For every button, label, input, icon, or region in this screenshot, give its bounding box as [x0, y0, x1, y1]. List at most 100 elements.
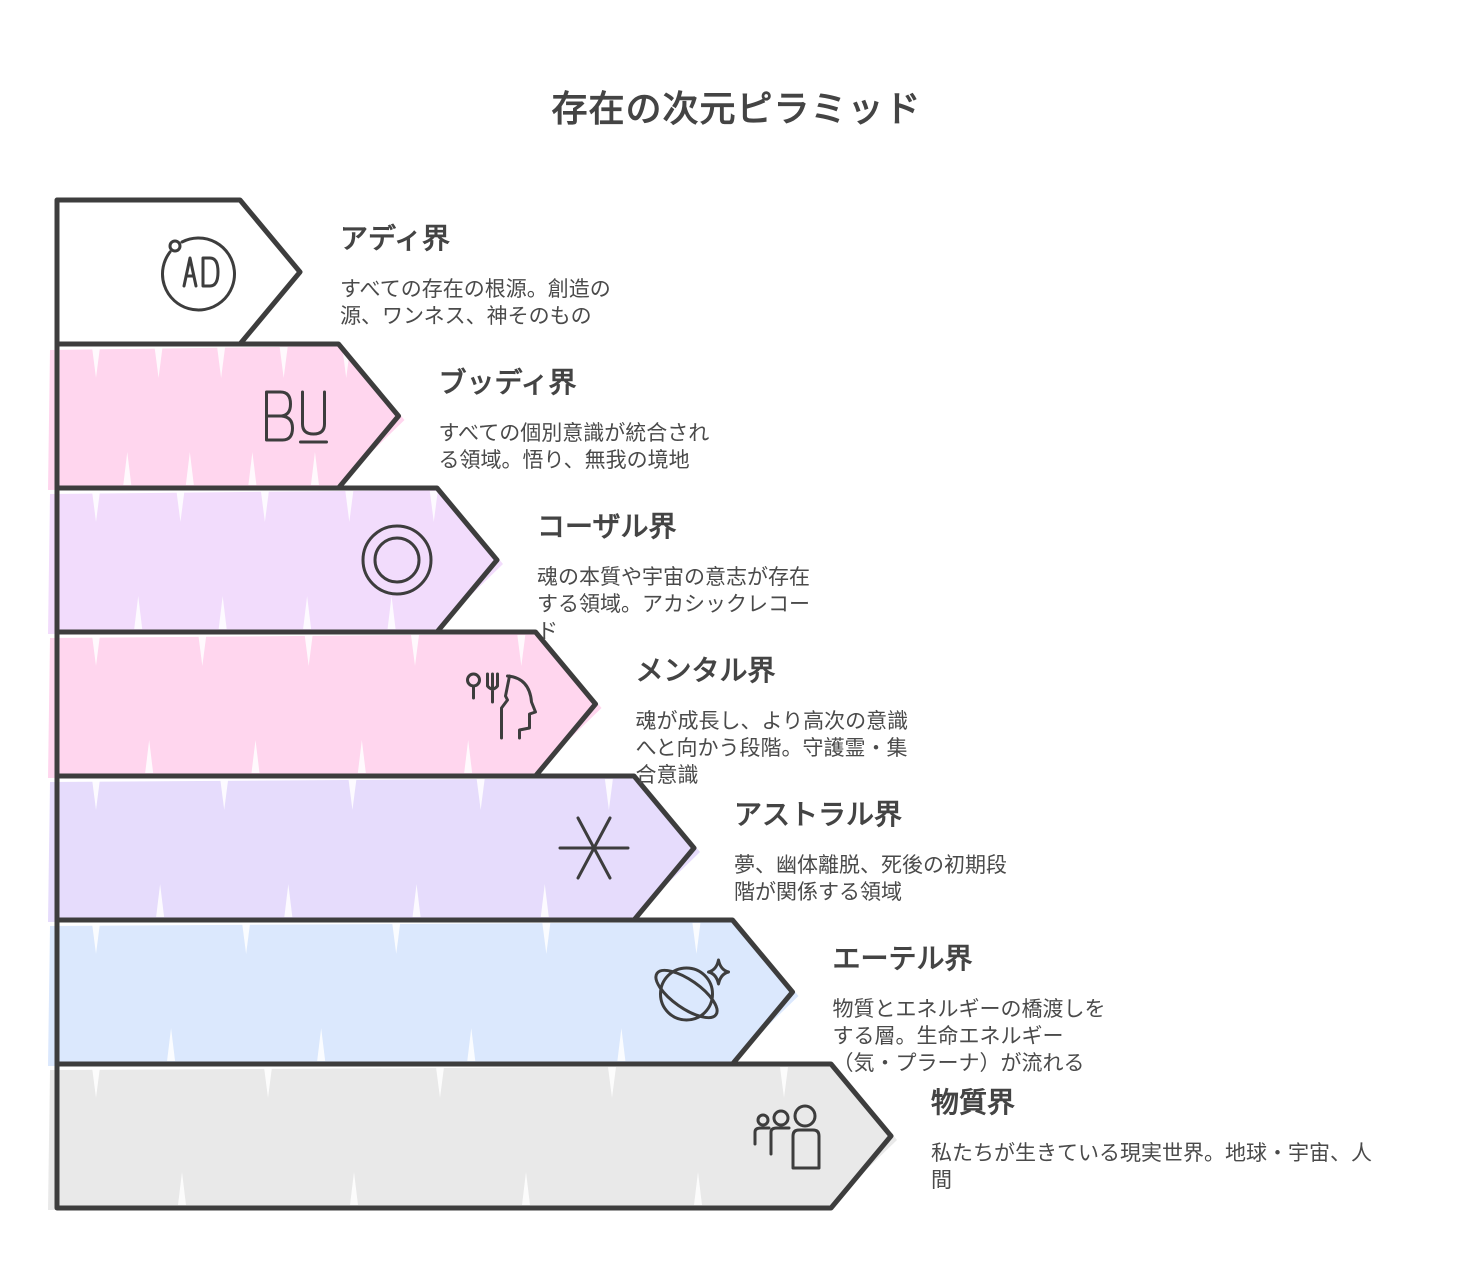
level-description-line: 合意識 — [635, 763, 699, 787]
level-description-line: 階が関係する領域 — [734, 880, 902, 904]
band-hatch — [134, 596, 143, 629]
level-name: エーテル界 — [832, 942, 973, 975]
band-hatch — [279, 347, 288, 378]
band-hatch — [517, 635, 526, 666]
level-description: 物質とエネルギーの橋渡しをする層。生命エネルギー（気・プラーナ）が流れる — [833, 996, 1313, 1077]
band-hatch — [694, 1172, 702, 1205]
band-outline — [54, 1061, 894, 1211]
level-name: コーザル界 — [537, 510, 677, 543]
band-hatch — [604, 779, 613, 810]
ad-circle-icon — [161, 236, 236, 312]
band-hatch — [540, 884, 549, 917]
band-hatch — [692, 923, 701, 954]
level-description-line: すべての存在の根源。創造の — [340, 277, 611, 301]
level-description: 魂が成長し、より高次の意識へと向かう段階。守護霊・集合意識 — [636, 708, 1116, 789]
band-hatch — [185, 452, 194, 485]
band-hatch — [154, 347, 163, 378]
band-hatch — [198, 635, 207, 666]
double-circle-icon — [361, 524, 433, 596]
band-hatch — [467, 1028, 476, 1061]
level-name: ブッディ界 — [438, 366, 577, 399]
level-description-line: する領域。アカシックレコー — [537, 592, 810, 616]
band-hatch — [176, 491, 185, 522]
band-hatch — [542, 923, 551, 954]
band-hatch — [217, 347, 226, 378]
level-label: メンタル界魂が成長し、より高次の意識へと向かう段階。守護霊・集合意識 — [636, 654, 1116, 789]
band-hatch — [608, 1067, 616, 1098]
band-hatch — [260, 491, 269, 522]
band-hatch — [476, 779, 485, 810]
level-label: エーテル界物質とエネルギーの橋渡しをする層。生命エネルギー（気・プラーナ）が流れ… — [833, 942, 1313, 1077]
level-description-line: 魂が成長し、より高次の意識 — [635, 709, 909, 733]
level-description-line: 物質とエネルギーの橋渡しを — [832, 997, 1106, 1021]
band-hatch — [92, 491, 100, 522]
band-hatch — [145, 740, 154, 773]
band-hatch — [436, 1067, 444, 1098]
level-name: アディ界 — [340, 222, 451, 255]
level-name: メンタル界 — [635, 654, 776, 687]
band-hatch — [348, 779, 357, 810]
band-hatch — [284, 884, 293, 917]
band-hatch — [780, 1067, 788, 1098]
band-hatch — [387, 596, 396, 629]
level-description-line: すべての個別意識が統合され — [438, 421, 710, 445]
level-description: すべての個別意識が統合される領域。悟り、無我の境地 — [439, 420, 919, 474]
band-hatch — [411, 635, 419, 666]
band-hatch — [392, 923, 401, 954]
band-hatch — [167, 1028, 176, 1061]
level-description: 魂の本質や宇宙の意志が存在する領域。アカシックレコード — [537, 564, 1017, 645]
band-hatch — [345, 491, 354, 522]
band-hatch — [92, 635, 100, 666]
band-fill — [48, 202, 306, 346]
band-hatch — [412, 884, 421, 917]
level-description: 夢、幽体離脱、死後の初期段階が関係する領域 — [734, 852, 1214, 906]
level-description-line: 魂の本質や宇宙の意志が存在 — [537, 565, 810, 589]
band-hatch — [220, 779, 229, 810]
asterisk-star-icon — [558, 816, 630, 880]
band-hatch — [429, 491, 438, 522]
band-hatch — [310, 452, 319, 485]
head-tools-icon — [466, 672, 537, 740]
band-hatch — [248, 452, 257, 485]
band-fill — [48, 1066, 897, 1210]
band-hatch — [264, 1067, 272, 1098]
band-hatch — [242, 923, 251, 954]
level-description-line: （気・プラーナ）が流れる — [832, 1051, 1085, 1075]
band-hatch — [304, 635, 313, 666]
level-description-line: 夢、幽体離脱、死後の初期段 — [734, 853, 1007, 877]
level-description-line: 間 — [931, 1168, 952, 1192]
level-label: 物質界私たちが生きている現実世界。地球・宇宙、人間 — [931, 1086, 1411, 1194]
level-description-line: 私たちが生きている現実世界。地球・宇宙、人 — [931, 1141, 1372, 1165]
band-hatch — [464, 740, 473, 773]
band-hatch — [357, 740, 366, 773]
band-hatch — [178, 1172, 186, 1205]
level-description: 私たちが生きている現実世界。地球・宇宙、人間 — [931, 1140, 1411, 1194]
level-description-line: ド — [537, 619, 558, 643]
band-hatch — [92, 923, 100, 954]
band-hatch — [350, 1172, 358, 1205]
level-description-line: へと向かう段階。守護霊・集 — [635, 736, 908, 760]
band-hatch — [123, 452, 132, 485]
band-hatch — [92, 347, 100, 378]
orbit-sparkle-icon — [654, 958, 730, 1022]
level-name: アストラル界 — [734, 798, 903, 831]
level-label: アディ界すべての存在の根源。創造の源、ワンネス、神そのもの — [340, 222, 820, 330]
band-fill — [48, 346, 405, 490]
band-hatch — [317, 1028, 326, 1061]
level-label: コーザル界魂の本質や宇宙の意志が存在する領域。アカシックレコード — [537, 510, 1017, 645]
people-group-icon — [753, 1104, 821, 1170]
band-hatch — [303, 596, 312, 629]
level-description: すべての存在の根源。創造の源、ワンネス、神そのもの — [340, 276, 820, 330]
band-hatch — [617, 1028, 626, 1061]
level-description-line: る領域。悟り、無我の境地 — [438, 448, 690, 472]
bu-letters-icon — [265, 390, 328, 444]
band-hatch — [92, 1067, 100, 1098]
level-label: ブッディ界すべての個別意識が統合される領域。悟り、無我の境地 — [439, 366, 919, 474]
band-fill — [48, 778, 700, 922]
band-fill — [48, 922, 799, 1066]
band-hatch — [522, 1172, 530, 1205]
level-label: アストラル界夢、幽体離脱、死後の初期段階が関係する領域 — [734, 798, 1214, 906]
band-hatch — [156, 884, 165, 917]
page-title: 存在の次元ピラミッド — [551, 89, 922, 130]
